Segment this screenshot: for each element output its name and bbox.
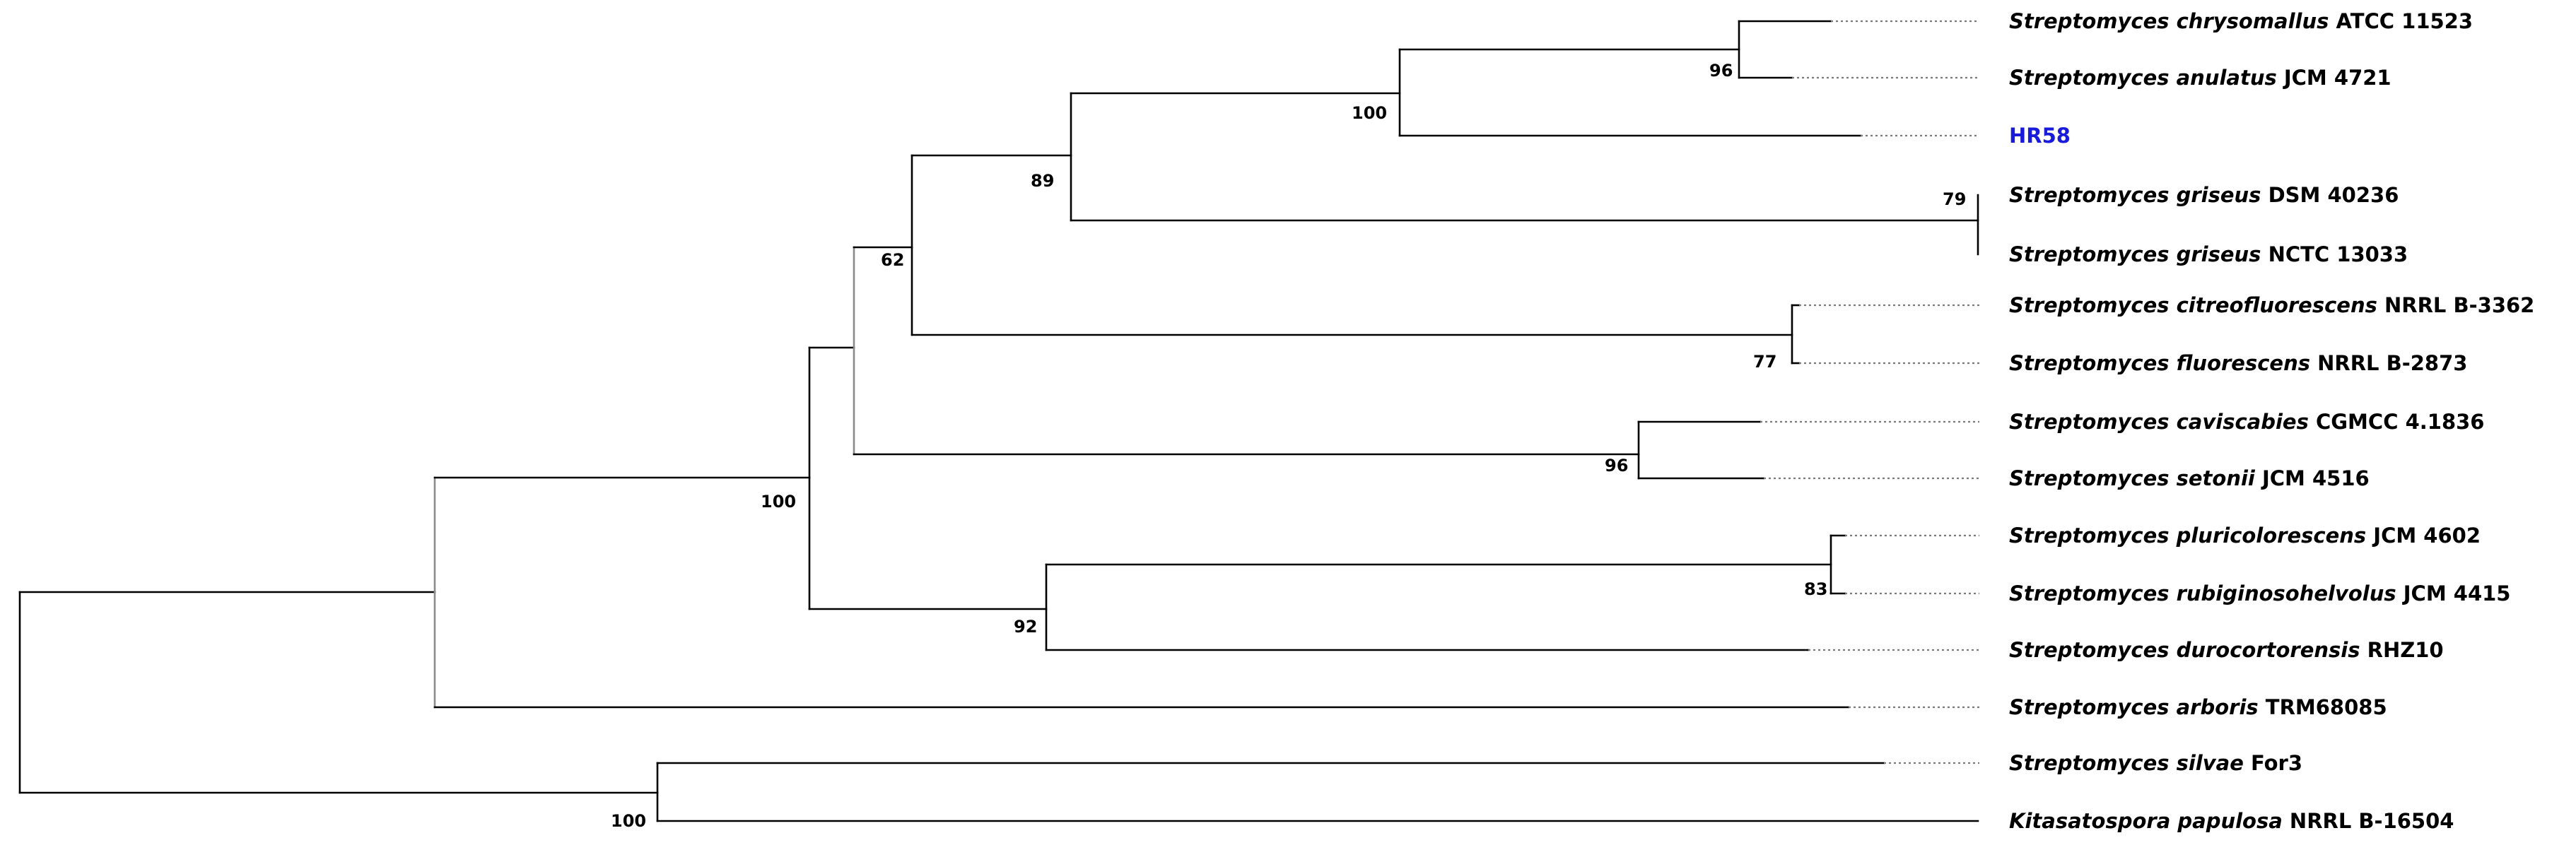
taxon-strain: JCM 4602 xyxy=(2372,524,2481,548)
taxon-label: Streptomyces griseus DSM 40236 xyxy=(2009,183,2399,207)
taxon-species: Streptomyces griseus xyxy=(2009,183,2261,207)
taxon-species: Streptomyces silvae xyxy=(2009,751,2244,775)
bootstrap-value: 62 xyxy=(881,250,904,270)
taxon-strain: NCTC 13033 xyxy=(2268,242,2408,266)
taxon-label: Streptomyces arboris TRM68085 xyxy=(2009,695,2387,719)
taxon-label: Streptomyces griseus NCTC 13033 xyxy=(2009,242,2408,266)
bootstrap-value: 77 xyxy=(1753,352,1776,372)
taxon-label: Kitasatospora papulosa NRRL B-16504 xyxy=(2009,809,2454,833)
bootstrap-value: 96 xyxy=(1709,61,1733,81)
taxon-species: Streptomyces setonii xyxy=(2009,466,2256,490)
taxon-label: Streptomyces fluorescens NRRL B-2873 xyxy=(2009,351,2467,375)
taxon-label: Streptomyces rubiginosohelvolus JCM 4415 xyxy=(2009,581,2511,605)
taxon-label: Streptomyces anulatus JCM 4721 xyxy=(2009,66,2391,90)
taxon-strain: DSM 40236 xyxy=(2268,183,2399,207)
taxon-species: Streptomyces caviscabies xyxy=(2009,410,2309,434)
taxon-strain: For3 xyxy=(2251,751,2302,775)
label-leaders xyxy=(1760,20,1979,764)
bootstrap-value: 92 xyxy=(1014,617,1037,637)
taxon-strain: TRM68085 xyxy=(2266,695,2387,719)
tree-branches xyxy=(18,20,1979,822)
taxon-species: Streptomyces pluricolorescens xyxy=(2009,524,2366,548)
taxon-strain: JCM 4516 xyxy=(2261,466,2370,490)
taxon-label: Streptomyces silvae For3 xyxy=(2009,751,2302,775)
taxon-strain: ATCC 11523 xyxy=(2336,9,2473,33)
taxon-strain: HR58 xyxy=(2009,124,2071,148)
taxon-species: Streptomyces griseus xyxy=(2009,242,2261,266)
taxon-label: Streptomyces pluricolorescens JCM 4602 xyxy=(2009,524,2481,548)
taxon-strain: NRRL B-2873 xyxy=(2317,351,2467,375)
taxon-label: Streptomyces chrysomallus ATCC 11523 xyxy=(2009,9,2473,33)
taxon-species: Streptomyces durocortorensis xyxy=(2009,638,2360,662)
taxon-species: Streptomyces arboris xyxy=(2009,695,2259,719)
taxon-label: Streptomyces durocortorensis RHZ10 xyxy=(2009,638,2444,662)
taxon-species: Streptomyces citreofluorescens xyxy=(2009,293,2377,317)
taxon-species: Streptomyces anulatus xyxy=(2009,66,2277,90)
taxon-strain: CGMCC 4.1836 xyxy=(2316,410,2485,434)
taxon-label-highlight: HR58 xyxy=(2009,124,2071,148)
bootstrap-value: 79 xyxy=(1943,189,1966,209)
taxon-strain: RHZ10 xyxy=(2367,638,2444,662)
taxon-species: Streptomyces chrysomallus xyxy=(2009,9,2329,33)
taxon-strain: NRRL B-3362 xyxy=(2384,293,2534,317)
taxon-species: Kitasatospora papulosa xyxy=(2009,809,2283,833)
taxon-labels: Streptomyces chrysomallus ATCC 11523 Str… xyxy=(2009,9,2534,833)
taxon-label: Streptomyces caviscabies CGMCC 4.1836 xyxy=(2009,410,2484,434)
bootstrap-value: 100 xyxy=(1352,103,1387,123)
taxon-strain: NRRL B-16504 xyxy=(2290,809,2454,833)
bootstrap-value: 83 xyxy=(1804,579,1827,599)
bootstrap-value: 100 xyxy=(761,492,796,512)
bootstrap-value: 89 xyxy=(1031,171,1054,191)
taxon-strain: JCM 4721 xyxy=(2283,66,2391,90)
taxon-label: Streptomyces setonii JCM 4516 xyxy=(2009,466,2370,490)
taxon-strain: JCM 4415 xyxy=(2402,581,2511,605)
bootstrap-value: 100 xyxy=(611,811,646,831)
bootstrap-values: 96 100 79 89 77 62 96 83 92 100 100 xyxy=(611,61,1966,831)
taxon-label: Streptomyces citreofluorescens NRRL B-33… xyxy=(2009,293,2534,317)
bootstrap-value: 96 xyxy=(1605,456,1628,475)
taxon-species: Streptomyces fluorescens xyxy=(2009,351,2310,375)
taxon-species: Streptomyces rubiginosohelvolus xyxy=(2009,581,2396,605)
